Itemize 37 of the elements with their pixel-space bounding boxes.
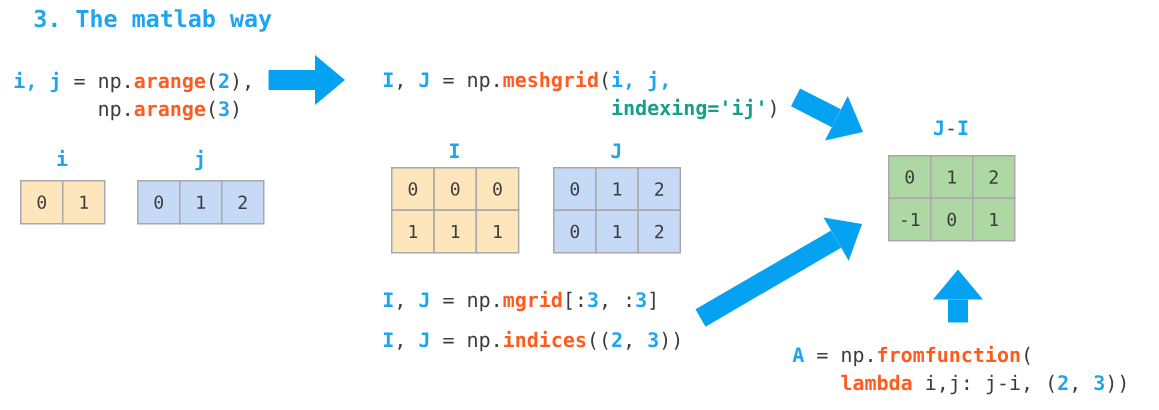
array-cell: 1 <box>433 209 478 254</box>
array-cell: 2 <box>637 167 682 211</box>
array-cell: 0 <box>475 167 520 211</box>
array-label: I <box>450 143 459 158</box>
array-cell: 2 <box>972 155 1016 199</box>
array-cell: 1 <box>62 180 106 225</box>
array-cell: 1 <box>930 155 974 199</box>
arrow <box>695 217 863 327</box>
array-label: i <box>57 149 68 166</box>
array-cell: 1 <box>972 197 1016 242</box>
array-cell: 0 <box>553 209 597 254</box>
code-text: I, J = np.meshgrid(i, j, indexing='ij') <box>383 70 776 120</box>
array-cell: 0 <box>391 167 435 211</box>
array-label: j <box>195 149 203 171</box>
title: 3. The matlab way <box>34 9 272 32</box>
array-cell: 0 <box>433 167 478 211</box>
array-cell: 2 <box>221 180 265 225</box>
array-label: J <box>611 143 621 159</box>
code-text: I, J = np.mgrid[:3, :3] <box>383 290 655 312</box>
array-cell: 0 <box>137 180 181 225</box>
array-cell: 0 <box>930 197 974 242</box>
array-cell: 0 <box>553 167 597 211</box>
code-text: i, j = np.arange(2), np.arange(3) <box>14 71 250 121</box>
array-cell: 1 <box>391 209 435 254</box>
array-cell: -1 <box>888 197 932 242</box>
array-cell: 1 <box>475 209 520 254</box>
array-cell: 0 <box>888 155 932 199</box>
arrow <box>790 88 864 141</box>
array-cell: 0 <box>20 180 64 225</box>
array-cell: 2 <box>637 209 682 254</box>
array-label: J-I <box>934 120 968 136</box>
array-cell: 1 <box>179 180 223 225</box>
array-cell: 1 <box>595 209 639 254</box>
array-cell: 1 <box>595 167 639 211</box>
code-text: A = np.fromfunction( lambda i,j: j-i, (2, 3)) <box>792 345 1126 395</box>
arrow <box>933 269 983 323</box>
code-text: I, J = np.indices((2, 3)) <box>383 330 680 352</box>
